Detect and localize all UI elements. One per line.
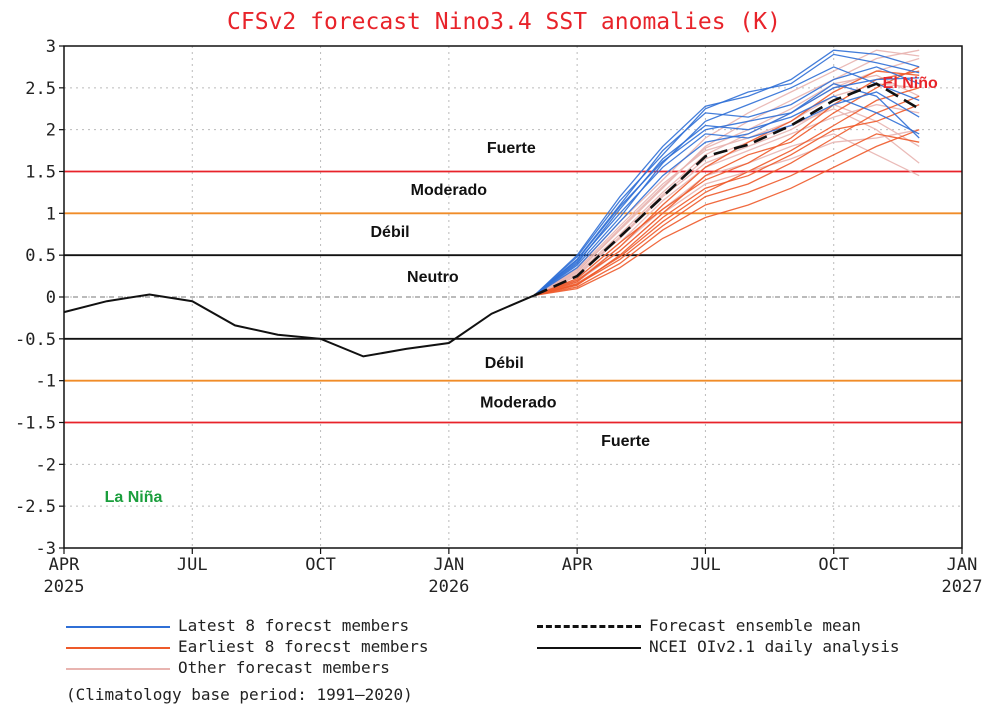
legend-label-mean: Forecast ensemble mean (649, 616, 861, 635)
y-tick-label-4: 1 (46, 204, 56, 224)
member-line-2-6 (533, 53, 920, 296)
legend-entry-mean: Forecast ensemble mean (537, 615, 899, 636)
member-line-3-3 (534, 70, 920, 296)
member-line-2-7 (533, 82, 920, 296)
other-members-lines (534, 49, 920, 296)
member-line-4-7 (534, 49, 920, 296)
y-tick-label-3: 1.5 (25, 163, 56, 183)
y-tick-label-0: 3 (46, 37, 56, 57)
member-line-2-3 (533, 91, 920, 296)
band-labels: FuerteModeradoDébilNeutroDébilModeradoFu… (105, 75, 938, 506)
band-label-2: Débil (370, 224, 409, 241)
member-line-4-8 (534, 129, 920, 296)
member-line-4-6 (534, 108, 920, 296)
ensemble-mean-line (533, 82, 920, 297)
legend-right: Forecast ensemble mean NCEI OIv2.1 daily… (537, 615, 899, 657)
x-tick-label-4: APR (562, 555, 593, 575)
climatology-note: (Climatology base period: 1991–2020) (66, 685, 413, 704)
y-tick-label-5: 0.5 (25, 246, 56, 266)
y-tick-label-8: -1 (36, 372, 56, 392)
y-tick-label-12: -3 (36, 539, 56, 559)
band-label-3: Neutro (407, 269, 459, 286)
member-line-2-2 (534, 95, 920, 296)
x-tick-label-5: JUL (690, 555, 721, 575)
member-line-3-1 (534, 66, 920, 296)
threshold-lines (64, 170, 962, 424)
y-tick-label-11: -2.5 (15, 497, 56, 517)
legend-swatch-earliest (66, 646, 170, 649)
x-tick-year-3: 2026 (428, 577, 469, 597)
legend-label-earliest: Earliest 8 forecst members (178, 637, 429, 656)
y-tick-label-6: 0 (46, 288, 56, 308)
legend-entry-observed: NCEI OIv2.1 daily analysis (537, 636, 899, 657)
grid (63, 45, 963, 549)
x-tick-label-3: JAN (433, 555, 464, 575)
x-tick-label-7: JAN (947, 555, 978, 575)
band-label-6: Fuerte (601, 433, 650, 450)
legend-entry-latest: Latest 8 forecst members (66, 615, 428, 636)
y-tick-label-10: -2 (36, 455, 56, 475)
member-line-3-4 (534, 133, 920, 296)
observed-analysis-line (63, 293, 535, 358)
legend-swatch-observed (537, 646, 641, 649)
legend-label-observed: NCEI OIv2.1 daily analysis (649, 637, 900, 656)
x-tick-label-2: OCT (305, 555, 336, 575)
ensemble-mean-path (533, 82, 920, 297)
member-line-2-1 (533, 66, 920, 296)
legend-swatch-mean (537, 625, 641, 628)
legend-entry-earliest: Earliest 8 forecst members (66, 636, 428, 657)
y-axis: 3 2.5 2 1.5 1 0.5 0 -0.5 -1 -1.5 -2 -2.5 -3 (15, 37, 64, 559)
x-tick-year-7: 2027 (942, 577, 983, 597)
member-line-4-2 (534, 57, 920, 296)
legend-swatch-other (66, 667, 170, 670)
y-tick-label-2: 2 (46, 121, 56, 141)
x-tick-label-0: APR (49, 555, 80, 575)
band-label-1: Moderado (411, 182, 488, 199)
y-tick-label-9: -1.5 (15, 414, 56, 434)
legend-label-other: Other forecast members (178, 658, 390, 677)
latest-members-lines (533, 49, 920, 296)
y-tick-label-1: 2.5 (25, 79, 56, 99)
observed-analysis-path (63, 293, 535, 358)
legend-left: Latest 8 forecst members Earliest 8 fore… (66, 615, 428, 678)
member-line-3-7 (534, 87, 920, 296)
x-tick-year-0: 2025 (44, 577, 85, 597)
legend-label-latest: Latest 8 forecst members (178, 616, 410, 635)
band-label-7: El Niño (883, 75, 938, 92)
member-line-2-0 (533, 49, 920, 296)
member-line-2-5 (534, 77, 920, 296)
member-line-4-9 (534, 74, 920, 296)
y-tick-label-7: -0.5 (15, 330, 56, 350)
x-tick-label-1: JUL (177, 555, 208, 575)
band-label-0: Fuerte (487, 140, 536, 157)
band-label-8: La Niña (105, 489, 163, 506)
band-label-5: Moderado (480, 394, 557, 411)
member-line-4-0 (534, 49, 920, 296)
x-tick-label-6: OCT (818, 555, 849, 575)
member-line-3-2 (534, 129, 920, 296)
member-line-2-4 (534, 66, 920, 296)
legend-entry-other: Other forecast members (66, 657, 428, 678)
legend-swatch-latest (66, 625, 170, 628)
chart-title: CFSv2 forecast Nino3.4 SST anomalies (K) (227, 9, 781, 35)
band-label-4: Débil (485, 355, 524, 372)
